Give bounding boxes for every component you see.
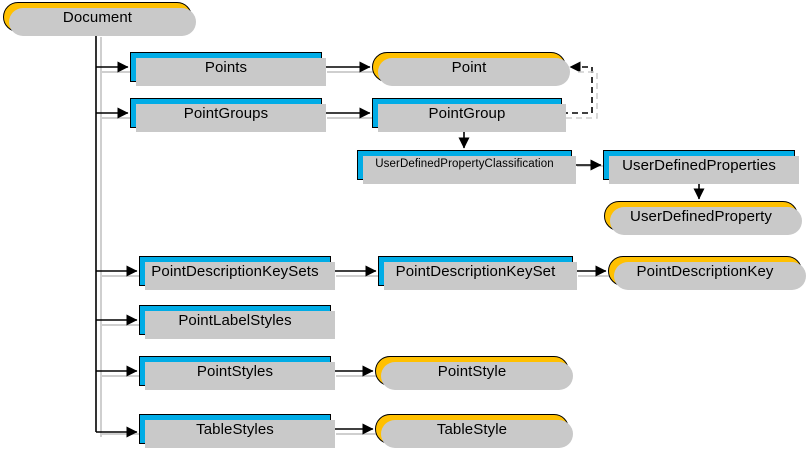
node-pointdescriptionkeysets-label: PointDescriptionKeySets <box>151 262 319 280</box>
node-tablestyles-label: TableStyles <box>196 420 274 438</box>
node-pointlabelstyles-label: PointLabelStyles <box>178 311 292 329</box>
node-userdefinedproperty-label: UserDefinedProperty <box>630 207 772 225</box>
edge-pointgroup-point-dashed <box>562 61 593 114</box>
node-pointgroup-label: PointGroup <box>428 104 506 122</box>
node-pointgroups-label: PointGroups <box>183 104 269 122</box>
node-document[interactable]: Document <box>3 2 196 36</box>
node-pointdescriptionkeyset-label: PointDescriptionKeySet <box>395 262 556 280</box>
node-userdefinedproperty[interactable]: UserDefinedProperty <box>604 201 802 235</box>
node-pointstyle[interactable]: PointStyle <box>375 356 573 390</box>
node-userdefinedpropertyclassification[interactable]: UserDefinedPropertyClassification <box>357 150 576 184</box>
node-pointlabelstyles[interactable]: PointLabelStyles <box>139 305 335 339</box>
edge-pointgroup-point-dashed-shadow <box>566 71 598 119</box>
node-pointdescriptionkey[interactable]: PointDescriptionKey <box>608 256 806 290</box>
node-pointstyles-label: PointStyles <box>196 362 274 380</box>
node-tablestyles[interactable]: TableStyles <box>139 414 335 448</box>
node-tablestyle[interactable]: TableStyle <box>375 414 573 448</box>
node-points-label: Points <box>204 58 248 76</box>
node-tablestyle-label: TableStyle <box>436 420 508 438</box>
node-pointgroups[interactable]: PointGroups <box>130 98 326 132</box>
node-document-label: Document <box>62 8 133 26</box>
node-userdefinedproperties[interactable]: UserDefinedProperties <box>603 150 799 184</box>
node-points[interactable]: Points <box>130 52 326 86</box>
edge-collection-to-object <box>322 61 607 435</box>
node-userdefinedpropertyclassification-label: UserDefinedPropertyClassification <box>375 158 554 171</box>
edge-document-to-collections <box>96 61 138 438</box>
node-pointdescriptionkeysets[interactable]: PointDescriptionKeySets <box>139 256 335 290</box>
node-userdefinedproperties-label: UserDefinedProperties <box>622 156 776 174</box>
node-pointdescriptionkey-label: PointDescriptionKey <box>636 262 774 280</box>
node-pointstyle-label: PointStyle <box>437 362 507 380</box>
node-point-label: Point <box>451 58 487 76</box>
node-pointgroup[interactable]: PointGroup <box>372 98 566 132</box>
node-pointstyles[interactable]: PointStyles <box>139 356 335 390</box>
node-pointdescriptionkeyset[interactable]: PointDescriptionKeySet <box>378 256 577 290</box>
node-point[interactable]: Point <box>372 52 570 86</box>
